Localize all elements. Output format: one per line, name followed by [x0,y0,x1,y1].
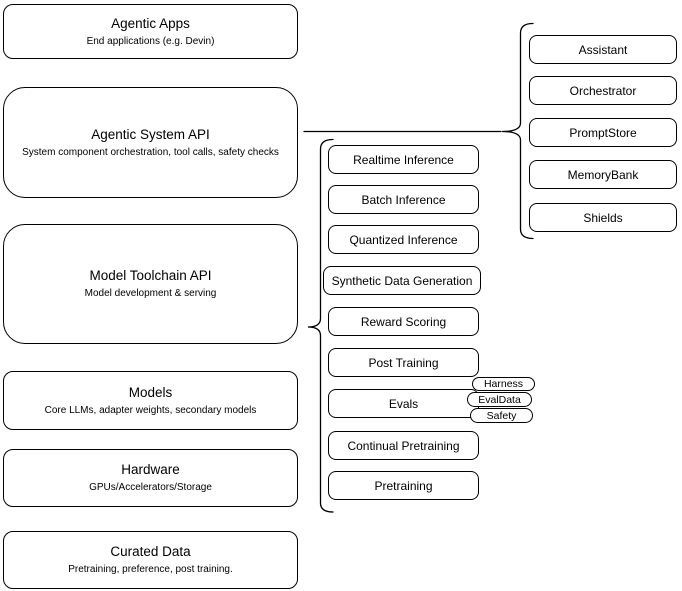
node-synthetic-data-generation: Synthetic Data Generation [323,266,481,295]
node-subtitle: Model development & serving [84,288,217,299]
node-hardware: Hardware GPUs/Accelerators/Storage [3,449,298,507]
node-agentic-system-api: Agentic System API System component orch… [3,87,298,198]
node-title: Curated Data [110,544,191,559]
node-title: Agentic System API [91,126,210,142]
pill-safety: Safety [470,408,533,423]
node-orchestrator: Orchestrator [529,76,677,105]
node-promptstore: PromptStore [529,118,677,147]
node-continual-pretraining: Continual Pretraining [328,431,479,460]
node-subtitle: End applications (e.g. Devin) [86,35,215,47]
node-agentic-apps: Agentic Apps End applications (e.g. Devi… [3,4,298,59]
node-assistant: Assistant [529,35,677,64]
node-title: Agentic Apps [111,15,190,31]
node-subtitle: GPUs/Accelerators/Storage [89,482,212,493]
node-realtime-inference: Realtime Inference [328,145,479,174]
node-memorybank: MemoryBank [529,160,677,189]
node-title: Model Toolchain API [89,268,212,283]
node-evals: Evals [328,389,479,418]
node-curated-data: Curated Data Pretraining, preference, po… [3,531,298,589]
node-title: Hardware [121,462,180,477]
pill-evaldata: EvalData [467,392,532,407]
node-title: Models [128,384,173,400]
node-post-training: Post Training [328,348,479,377]
node-models: Models Core LLMs, adapter weights, secon… [3,371,298,430]
node-shields: Shields [529,203,677,232]
node-pretraining: Pretraining [328,471,479,500]
node-batch-inference: Batch Inference [328,185,479,214]
node-model-toolchain-api: Model Toolchain API Model development & … [3,224,298,344]
node-reward-scoring: Reward Scoring [328,307,479,336]
node-quantized-inference: Quantized Inference [328,225,479,254]
node-subtitle: Pretraining, preference, post training. [68,564,233,575]
pill-harness: Harness [472,377,535,391]
node-subtitle: System component orchestration, tool cal… [22,146,279,158]
node-subtitle: Core LLMs, adapter weights, secondary mo… [44,404,257,416]
